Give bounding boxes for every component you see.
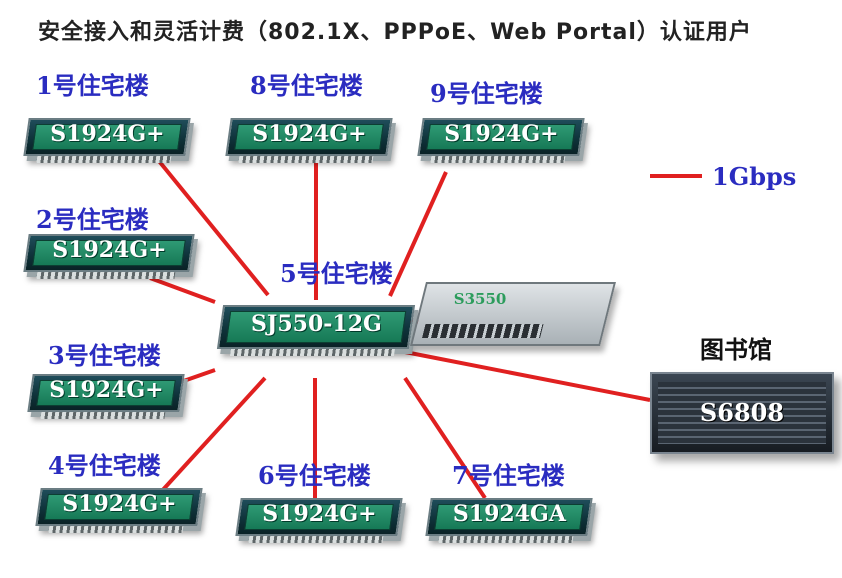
link-b2	[150, 278, 215, 302]
building-7-switch: S1924GA	[425, 498, 592, 536]
building-4-label: 4号住宅楼	[48, 446, 161, 481]
library-core-switch: S6808	[650, 372, 834, 454]
building-7-label: 7号住宅楼	[452, 456, 565, 491]
building-1-model: S1924G+	[28, 121, 186, 147]
legend-label: 1Gbps	[712, 162, 796, 191]
building-2-label: 2号住宅楼	[36, 200, 149, 235]
building-1-label: 1号住宅楼	[36, 66, 149, 101]
library-model: S6808	[652, 398, 832, 427]
building-2-switch: S1924G+	[23, 234, 194, 272]
building-9-switch: S1924G+	[417, 118, 584, 156]
building-3-label: 3号住宅楼	[48, 336, 161, 371]
link-library	[405, 352, 650, 400]
building-4-switch: S1924G+	[35, 488, 202, 526]
building-1-switch: S1924G+	[23, 118, 190, 156]
router-model: S3550	[454, 290, 507, 308]
building-5-label: 5号住宅楼	[280, 254, 393, 289]
building-6-label: 6号住宅楼	[258, 456, 371, 491]
building-3-switch: S1924G+	[27, 374, 184, 412]
building-8-label: 8号住宅楼	[250, 66, 363, 101]
building-5-switch: SJ550-12G	[217, 305, 415, 349]
building-9-model: S1924G+	[422, 121, 580, 147]
building-6-switch: S1924G+	[235, 498, 402, 536]
building-3-model: S1924G+	[32, 377, 180, 403]
building-8-model: S1924G+	[230, 121, 388, 147]
link-b9	[390, 172, 446, 296]
building-4-model: S1924G+	[40, 491, 198, 517]
building-7-model: S1924GA	[430, 501, 588, 527]
router-switch: S3550	[410, 282, 616, 346]
building-2-model: S1924G+	[28, 237, 190, 263]
building-6-model: S1924G+	[240, 501, 398, 527]
building-8-switch: S1924G+	[225, 118, 392, 156]
library-label: 图书馆	[700, 330, 772, 365]
building-5-model: SJ550-12G	[222, 311, 410, 337]
building-9-label: 9号住宅楼	[430, 74, 543, 109]
